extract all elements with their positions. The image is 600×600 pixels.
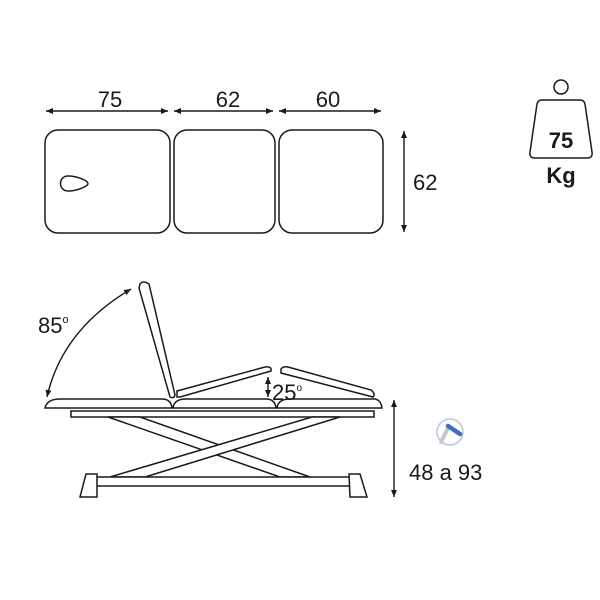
backrest-angle-label: 85o: [38, 313, 69, 338]
backrest-angle-arc: [45, 288, 132, 398]
frame-top-bar: [70, 410, 375, 418]
backrest-raised: [138, 281, 176, 399]
cushion-middle: [173, 129, 276, 234]
cushion-foot-side: [276, 398, 383, 409]
width-label-foot: 60: [316, 87, 340, 112]
leg-section-raised-2: [280, 366, 375, 398]
height-range-label: 48 a 93: [409, 460, 482, 485]
side-view: 85o 25o 48 a 93: [38, 281, 482, 498]
base-bar: [92, 476, 354, 487]
scissor-lift: [107, 416, 341, 478]
foot-left: [79, 473, 98, 498]
cushion-head: [44, 129, 171, 234]
weight-icon: 75 Kg: [529, 79, 593, 188]
leg-section-raised-1: [176, 366, 272, 398]
cushion-middle-side: [172, 398, 277, 409]
leg-angle-label: 25o: [272, 380, 302, 405]
top-view: 75 62 60 62: [44, 87, 437, 234]
depth-label: 62: [413, 170, 437, 195]
width-label-head: 75: [98, 87, 122, 112]
cushion-head-side: [44, 398, 173, 409]
width-label-middle: 62: [216, 87, 240, 112]
foot-right: [348, 473, 369, 498]
electric-motor-icon: [436, 418, 464, 446]
max-load-unit: Kg: [546, 163, 575, 188]
cushion-foot: [278, 129, 384, 234]
max-load-value: 75: [549, 128, 573, 153]
face-hole: [59, 175, 89, 192]
